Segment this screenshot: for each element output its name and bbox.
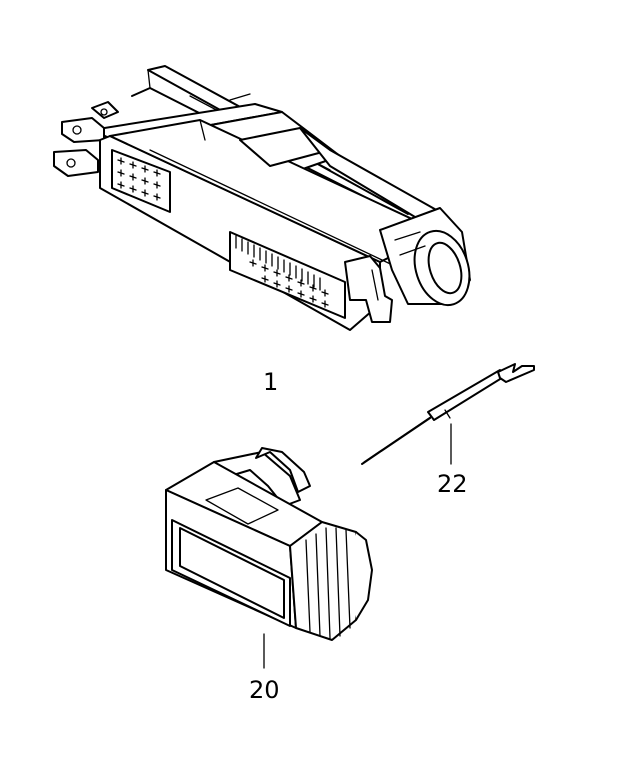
part-contact-pin[interactable] xyxy=(361,363,535,465)
pin-grid-right xyxy=(235,235,329,308)
pin-grid-left xyxy=(117,157,161,201)
callout-label: 22 xyxy=(437,470,468,498)
part-control-unit[interactable] xyxy=(53,65,478,331)
callout-label: 1 xyxy=(263,368,278,396)
part-connector-housing[interactable] xyxy=(165,447,373,641)
callout-label: 20 xyxy=(249,676,280,704)
